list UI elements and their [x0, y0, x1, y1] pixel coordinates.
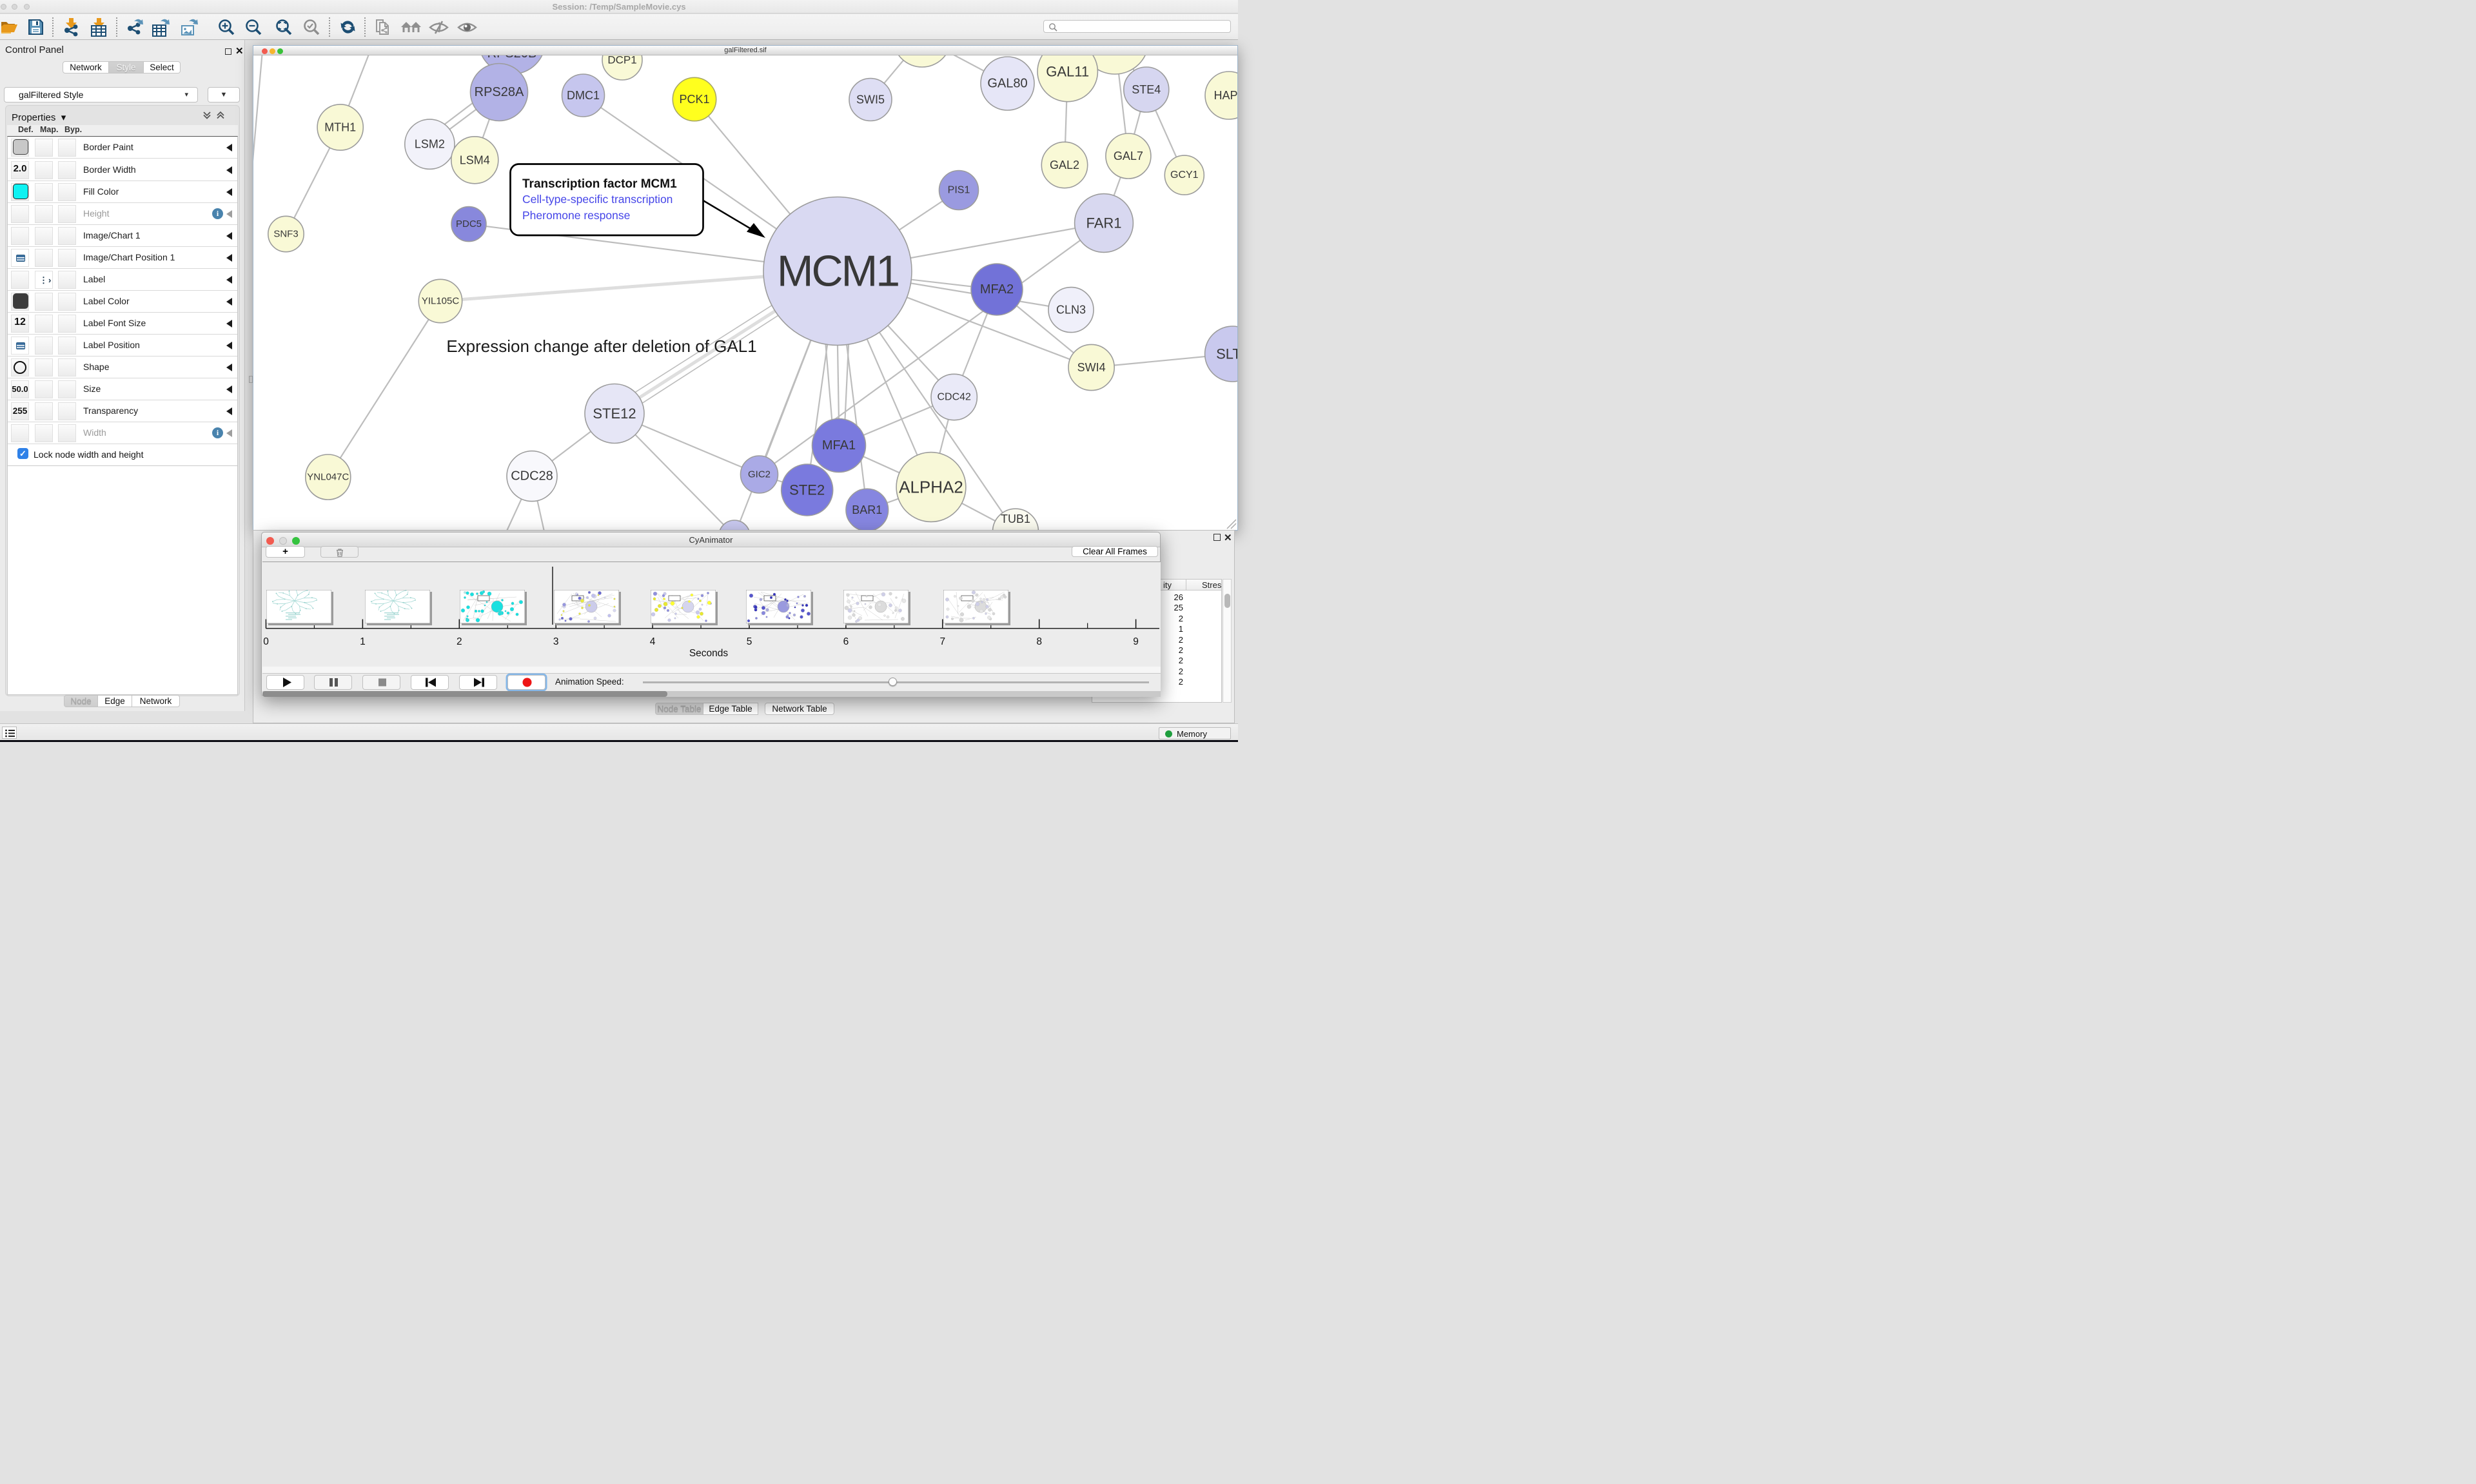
svg-text:CDC42: CDC42	[937, 392, 971, 403]
svg-text:DMC1: DMC1	[567, 89, 600, 102]
svg-text:CDC28: CDC28	[511, 469, 553, 483]
svg-text:4: 4	[650, 636, 656, 647]
svg-text:5: 5	[747, 636, 752, 647]
svg-text:PDC5: PDC5	[456, 219, 482, 229]
svg-text:CLN3: CLN3	[1056, 304, 1086, 317]
svg-text:Expression change after deleti: Expression change after deletion of GAL1	[446, 337, 756, 356]
svg-text:7: 7	[939, 636, 945, 647]
svg-text:BAR1: BAR1	[852, 503, 882, 516]
svg-text:HAP2: HAP2	[1213, 89, 1237, 102]
svg-text:STE2: STE2	[789, 482, 825, 498]
svg-text:MCM1: MCM1	[777, 247, 898, 296]
svg-text:DCP1: DCP1	[607, 55, 636, 66]
svg-text:SWI4: SWI4	[1077, 361, 1106, 374]
svg-text:LSM4: LSM4	[460, 153, 490, 166]
svg-text:Pheromone response: Pheromone response	[522, 209, 630, 222]
svg-text:Transcription factor MCM1: Transcription factor MCM1	[522, 177, 677, 191]
svg-text:0: 0	[263, 636, 269, 647]
svg-text:STE4: STE4	[1132, 83, 1161, 96]
svg-text:GIC2: GIC2	[748, 469, 771, 480]
svg-text:YNL047C: YNL047C	[307, 472, 349, 483]
svg-text:3: 3	[553, 636, 559, 647]
svg-text:GAL11: GAL11	[1046, 64, 1089, 80]
svg-text:9: 9	[1133, 636, 1139, 647]
svg-text:MFA1: MFA1	[822, 438, 856, 453]
svg-text:MTH1: MTH1	[324, 121, 356, 134]
svg-text:1: 1	[360, 636, 366, 647]
svg-text:PIS1: PIS1	[948, 185, 970, 196]
svg-text:Seconds: Seconds	[689, 648, 729, 659]
svg-text:MFA2: MFA2	[980, 282, 1014, 297]
svg-text:PCK1: PCK1	[679, 93, 709, 106]
svg-text:GAL2: GAL2	[1050, 159, 1079, 171]
svg-text:2: 2	[457, 636, 462, 647]
svg-text:STE12: STE12	[593, 405, 636, 422]
svg-text:TUB1: TUB1	[1001, 513, 1030, 525]
svg-text:GAL7: GAL7	[1114, 150, 1143, 162]
svg-text:Cell-type-specific transcripti: Cell-type-specific transcription	[522, 193, 673, 206]
svg-text:SNF3: SNF3	[273, 229, 298, 240]
svg-text:GCY1: GCY1	[1170, 170, 1199, 181]
svg-text:ALPHA2: ALPHA2	[899, 478, 963, 497]
svg-text:8: 8	[1036, 636, 1042, 647]
svg-text:GAL80: GAL80	[987, 77, 1027, 91]
svg-text:FAR1: FAR1	[1086, 215, 1121, 231]
svg-text:RPS20B: RPS20B	[487, 55, 537, 61]
svg-text:YIL105C: YIL105C	[422, 296, 460, 307]
svg-text:RPS28A: RPS28A	[475, 85, 524, 99]
svg-text:LSM2: LSM2	[415, 138, 445, 151]
svg-text:6: 6	[843, 636, 849, 647]
svg-text:SLT2: SLT2	[1216, 346, 1237, 362]
svg-text:SWI5: SWI5	[856, 93, 885, 106]
